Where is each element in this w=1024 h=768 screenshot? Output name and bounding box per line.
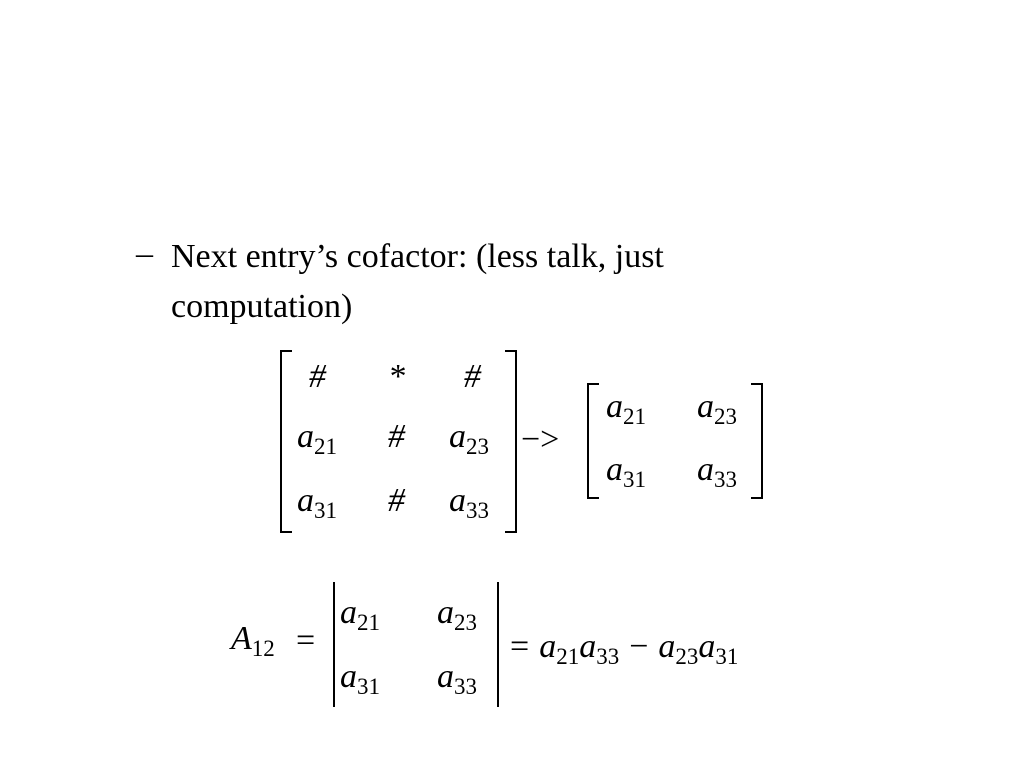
cofactor-symbol: A12 <box>231 620 275 661</box>
m3-r2-c2: a33 <box>449 482 489 523</box>
m2-r0-c0: a21 <box>606 388 646 429</box>
arrow: −> <box>521 421 560 458</box>
det-r0-c0: a21 <box>340 594 380 635</box>
m3-r1-c2: a23 <box>449 418 489 459</box>
result-expression: =a21a33−a23a31 <box>510 628 739 669</box>
m3-r2-c1: # <box>388 482 405 519</box>
matrix-3x3-right-bracket <box>505 350 517 533</box>
m3-r1-c1: # <box>388 418 405 455</box>
minus-sign: − <box>629 628 649 665</box>
m2-r1-c0: a31 <box>606 451 646 492</box>
determinant-left-bar <box>333 582 335 707</box>
m3-r2-c0: a31 <box>297 482 337 523</box>
det-r1-c1: a33 <box>437 658 477 699</box>
m3-r0-c2: # <box>464 358 481 395</box>
bullet-text: Next entry’s cofactor: (less talk, just … <box>171 238 664 325</box>
matrix-3x3-left-bracket <box>280 350 292 533</box>
m2-r0-c1: a23 <box>697 388 737 429</box>
m3-r0-c0: # <box>309 358 326 395</box>
determinant-right-bar <box>497 582 499 707</box>
m3-r1-c0: a21 <box>297 418 337 459</box>
bullet-marker: – <box>136 235 153 272</box>
det-r1-c0: a31 <box>340 658 380 699</box>
matrix-2x2-right-bracket <box>751 383 763 499</box>
cofactor-equals: = <box>296 622 316 659</box>
result-equals: = <box>510 628 530 665</box>
det-r0-c1: a23 <box>437 594 477 635</box>
m3-r0-c1: * <box>388 358 405 395</box>
m2-r1-c1: a33 <box>697 451 737 492</box>
matrix-2x2-left-bracket <box>587 383 599 499</box>
